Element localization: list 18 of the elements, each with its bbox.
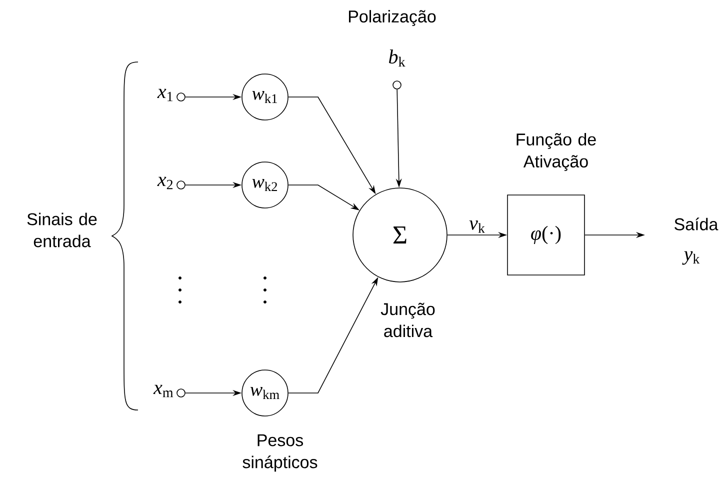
summing-junction: Σ — [352, 188, 448, 282]
bias-label: b$_{k}$ — [389, 50, 406, 66]
output-caption: Saída — [674, 218, 718, 230]
junction-caption: Junção aditiva — [380, 302, 435, 338]
bias-caption: Polarização — [348, 10, 436, 26]
input-label: x$_{m}$ — [153, 384, 174, 398]
input-label: x$_{1}$ — [157, 88, 172, 102]
activation-caption: Função de Ativação — [516, 133, 596, 171]
input-terminal — [176, 92, 186, 102]
input-label: x$_{2}$ — [157, 176, 173, 190]
edge-label: v$_{k}$ — [469, 220, 485, 233]
output-label: y$_{k}$ — [682, 251, 700, 265]
input-terminal — [176, 180, 186, 190]
weights-caption: Pesos sinápticos — [242, 434, 318, 472]
input-caption: Sinais de entrada — [27, 212, 97, 248]
activation-box: φ(·) — [507, 194, 585, 276]
input-terminal — [176, 388, 186, 398]
input-terminal — [392, 80, 402, 90]
